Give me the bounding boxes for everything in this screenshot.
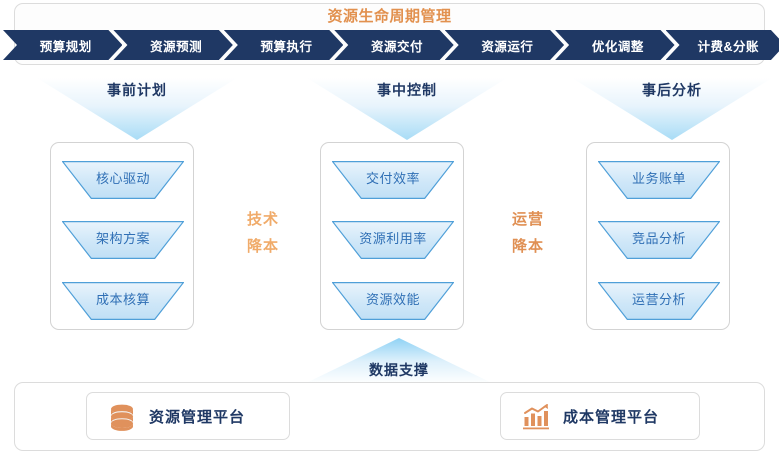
phase-heading-plan: 事前计划 bbox=[37, 78, 237, 140]
page-title: 资源生命周期管理 bbox=[327, 8, 452, 25]
phase-heading-control: 事中控制 bbox=[307, 78, 507, 140]
data-support-label: 数据支撑 bbox=[369, 362, 429, 378]
stage-chevron-2[interactable]: 预算执行 bbox=[224, 30, 343, 60]
funnel-item-label: 架构方案 bbox=[95, 231, 150, 246]
phase-card-plan: 核心驱动 架构方案 成本核算 bbox=[50, 142, 194, 330]
funnel-item[interactable]: 成本核算 bbox=[62, 282, 184, 320]
funnel-outline-icon bbox=[62, 282, 184, 320]
platform-resource-management[interactable]: 资源管理平台 bbox=[86, 392, 290, 440]
funnel-item-label: 业务账单 bbox=[631, 171, 686, 186]
stage-chevron-5[interactable]: 优化调整 bbox=[555, 30, 674, 60]
stage-chevron-label: 计费&分账 bbox=[697, 39, 759, 54]
side-label-line2: 降本 bbox=[511, 238, 544, 255]
funnel-item-label: 运营分析 bbox=[631, 292, 686, 307]
funnel-item[interactable]: 资源效能 bbox=[332, 282, 454, 320]
side-label-line2: 降本 bbox=[246, 238, 279, 255]
funnel-outline-icon bbox=[598, 161, 720, 199]
funnel-outline-icon bbox=[62, 161, 184, 199]
phase-heading-label: 事前计划 bbox=[107, 82, 167, 98]
platform-name-label: 成本管理平台 bbox=[563, 408, 660, 426]
funnel-outline-icon bbox=[598, 221, 720, 259]
stage-chevron-label: 预算规划 bbox=[39, 39, 92, 54]
funnel-item[interactable]: 交付效率 bbox=[332, 161, 454, 199]
funnel-item[interactable]: 资源利用率 bbox=[332, 221, 454, 259]
stage-chevron-label: 资源预测 bbox=[150, 39, 203, 54]
side-label-operations-cost-reduction: 运营 降本 bbox=[483, 206, 573, 260]
funnel-outline-icon bbox=[598, 282, 720, 320]
database-icon bbox=[105, 400, 139, 432]
funnel-outline-icon bbox=[332, 221, 454, 259]
phase-card-control: 交付效率 资源利用率 资源效能 bbox=[320, 142, 464, 330]
phase-heading-label: 事中控制 bbox=[377, 82, 437, 98]
funnel-outline-icon bbox=[332, 282, 454, 320]
funnel-item-label: 核心驱动 bbox=[95, 171, 150, 186]
platform-cost-management[interactable]: 成本管理平台 bbox=[500, 392, 700, 440]
funnel-item[interactable]: 架构方案 bbox=[62, 221, 184, 259]
funnel-item[interactable]: 核心驱动 bbox=[62, 161, 184, 199]
phase-card-analysis: 业务账单 竞品分析 运营分析 bbox=[586, 142, 730, 330]
phase-heading-analysis: 事后分析 bbox=[572, 78, 772, 140]
funnel-outline-icon bbox=[62, 221, 184, 259]
lifecycle-stage-chevron-strip: 预算规划 资源预测 预算执行 资源交付 资源运行 优化调整 计费&分账 bbox=[3, 30, 776, 60]
funnel-outline-icon bbox=[332, 161, 454, 199]
side-label-technical-cost-reduction: 技术 降本 bbox=[218, 206, 308, 260]
funnel-item-label: 成本核算 bbox=[95, 292, 150, 307]
stage-chevron-label: 资源运行 bbox=[481, 39, 534, 54]
stage-chevron-4[interactable]: 资源运行 bbox=[445, 30, 564, 60]
stage-chevron-0[interactable]: 预算规划 bbox=[3, 30, 122, 60]
funnel-item[interactable]: 运营分析 bbox=[598, 282, 720, 320]
stage-chevron-1[interactable]: 资源预测 bbox=[113, 30, 232, 60]
stage-chevron-3[interactable]: 资源交付 bbox=[334, 30, 453, 60]
platform-name-label: 资源管理平台 bbox=[149, 408, 246, 426]
funnel-item[interactable]: 业务账单 bbox=[598, 161, 720, 199]
stage-chevron-label: 优化调整 bbox=[591, 39, 644, 54]
side-label-line1: 技术 bbox=[246, 211, 279, 228]
side-label-line1: 运营 bbox=[511, 211, 544, 228]
bar-chart-trend-icon bbox=[519, 400, 553, 432]
stage-chevron-6[interactable]: 计费&分账 bbox=[666, 30, 779, 60]
funnel-item[interactable]: 竞品分析 bbox=[598, 221, 720, 259]
funnel-item-label: 资源效能 bbox=[365, 292, 420, 307]
stage-chevron-label: 资源交付 bbox=[370, 39, 423, 54]
stage-chevron-label: 预算执行 bbox=[260, 39, 313, 54]
funnel-item-label: 交付效率 bbox=[365, 171, 420, 186]
data-support-connector: 数据支撑 bbox=[304, 338, 494, 384]
funnel-item-label: 竞品分析 bbox=[631, 231, 686, 246]
funnel-item-label: 资源利用率 bbox=[359, 231, 427, 246]
phase-heading-label: 事后分析 bbox=[642, 82, 702, 98]
